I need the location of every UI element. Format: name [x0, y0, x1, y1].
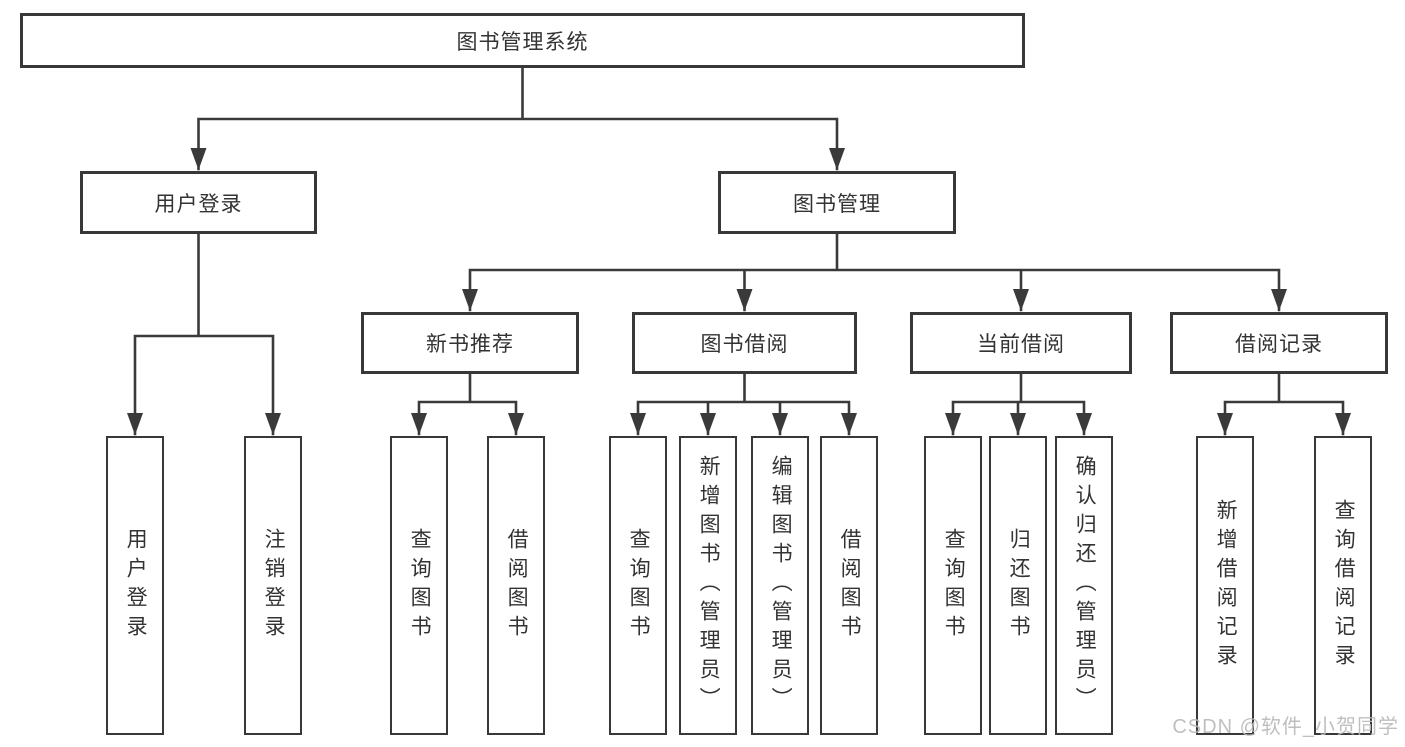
node-book-borrow: 图书借阅: [632, 312, 857, 374]
leaf-confirm-return-admin: 确认归还（管理员）: [1055, 436, 1113, 735]
leaf-add-borrow-record: 新增借阅记录: [1196, 436, 1254, 735]
node-user-login: 用户登录: [80, 171, 317, 234]
node-book-management: 图书管理: [718, 171, 956, 234]
node-label: 图书管理系统: [456, 30, 589, 54]
node-label: 图书管理: [793, 192, 881, 216]
node-label: 图书借阅: [700, 333, 789, 356]
node-label: 新增借阅记录: [1214, 498, 1238, 673]
leaf-recommend-query-books: 查询图书: [390, 436, 448, 735]
node-label: 编辑图书（管理员）: [769, 455, 793, 716]
node-label: 借阅图书: [505, 527, 529, 644]
node-root-system: 图书管理系统: [20, 13, 1025, 68]
leaf-recommend-borrow-books: 借阅图书: [487, 436, 545, 735]
leaf-borrow-books: 借阅图书: [820, 436, 878, 735]
leaf-current-query-books: 查询图书: [924, 436, 982, 735]
node-label: 借阅图书: [838, 527, 862, 644]
node-label: 用户登录: [124, 527, 148, 644]
node-label: 当前借阅: [977, 333, 1065, 356]
node-label: 借阅记录: [1235, 333, 1323, 356]
node-label: 查询图书: [942, 527, 966, 644]
node-label: 归还图书: [1007, 527, 1031, 644]
leaf-user-login: 用户登录: [106, 436, 164, 735]
leaf-query-borrow-record: 查询借阅记录: [1314, 436, 1372, 735]
node-borrow-records: 借阅记录: [1170, 312, 1388, 374]
node-label: 新书推荐: [426, 333, 514, 356]
leaf-logout: 注销登录: [244, 436, 302, 735]
node-label: 新增图书（管理员）: [697, 455, 721, 716]
node-current-borrow: 当前借阅: [910, 312, 1132, 374]
node-new-book-recommend: 新书推荐: [361, 312, 579, 374]
node-label: 注销登录: [262, 527, 286, 644]
leaf-return-books: 归还图书: [989, 436, 1047, 735]
leaf-edit-books-admin: 编辑图书（管理员）: [751, 436, 809, 735]
node-label: 确认归还（管理员）: [1073, 455, 1097, 716]
node-label: 用户登录: [154, 192, 243, 216]
leaf-add-books-admin: 新增图书（管理员）: [679, 436, 737, 735]
csdn-watermark: CSDN @软件_小贺同学: [1172, 716, 1399, 738]
node-label: 查询图书: [627, 527, 651, 644]
node-label: 查询图书: [408, 527, 432, 644]
node-label: 查询借阅记录: [1332, 498, 1356, 673]
leaf-borrow-query-books: 查询图书: [609, 436, 667, 735]
